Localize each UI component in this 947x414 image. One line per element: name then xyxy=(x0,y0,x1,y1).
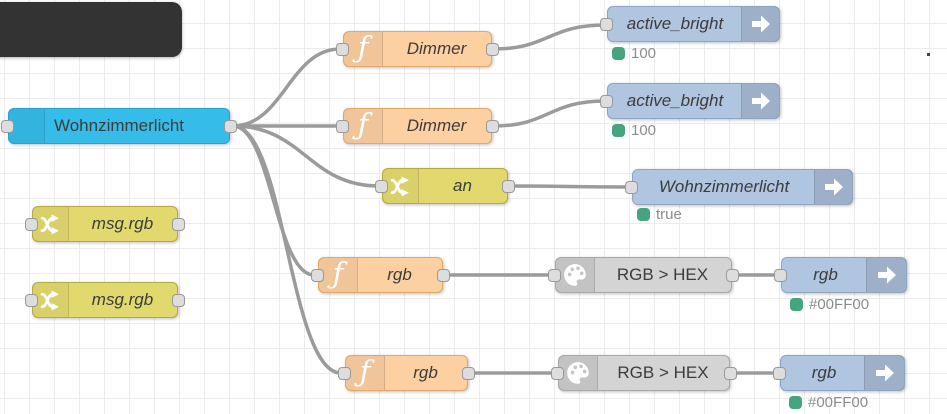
node-label: rgb xyxy=(413,363,438,382)
switch-shuffle-icon xyxy=(383,169,419,203)
output-port[interactable] xyxy=(724,366,737,380)
node-status: 100 xyxy=(612,45,656,62)
node-label: Wohnzimmerlicht xyxy=(658,177,790,196)
arrow-right-icon xyxy=(741,7,779,41)
function-glyph: ƒ xyxy=(357,30,369,64)
output-port[interactable] xyxy=(224,119,237,133)
node-status: true xyxy=(637,206,682,223)
input-port[interactable] xyxy=(311,268,324,282)
node-rgb-to-hex-2[interactable]: RGB > HEX xyxy=(551,355,737,391)
node-function-dimmer-1[interactable]: ƒ Dimmer xyxy=(336,31,499,67)
output-port[interactable] xyxy=(486,42,499,56)
node-icon-area xyxy=(9,109,45,143)
node-label: RGB > HEX xyxy=(617,363,709,382)
input-port[interactable] xyxy=(625,180,638,194)
output-port[interactable] xyxy=(726,268,739,282)
output-port[interactable] xyxy=(502,179,515,193)
wire[interactable] xyxy=(492,99,607,128)
node-label: msg.rgb xyxy=(91,290,154,309)
function-f-icon: ƒ xyxy=(344,109,383,143)
input-port[interactable] xyxy=(773,366,786,380)
wire[interactable] xyxy=(231,47,342,128)
node-function-rgb-2[interactable]: ƒ rgb xyxy=(338,355,475,391)
output-port[interactable] xyxy=(172,293,185,307)
node-status: #00FF00 xyxy=(789,394,868,411)
status-text: 100 xyxy=(631,122,657,139)
function-glyph: ƒ xyxy=(359,354,371,388)
status-text: #00FF00 xyxy=(809,296,870,313)
function-f-icon: ƒ xyxy=(344,32,383,66)
switch-shuffle-icon xyxy=(33,283,69,317)
node-function-dimmer-2[interactable]: ƒ Dimmer xyxy=(336,108,499,144)
output-port[interactable] xyxy=(462,366,475,380)
wire[interactable] xyxy=(508,184,632,189)
arrow-right-icon xyxy=(864,356,904,390)
wire[interactable] xyxy=(231,124,343,375)
stray-pixel xyxy=(927,53,930,56)
input-port[interactable] xyxy=(375,179,388,193)
node-label: active_bright xyxy=(626,14,724,33)
input-port[interactable] xyxy=(338,366,351,380)
input-port[interactable] xyxy=(548,268,561,282)
node-label: Wohnzimmerlicht xyxy=(53,116,185,135)
node-active-bright-1[interactable]: active_bright xyxy=(600,6,780,42)
color-palette-icon xyxy=(559,356,598,390)
node-switch-msg-rgb-2[interactable]: msg.rgb xyxy=(25,282,185,318)
node-label: rgb xyxy=(387,265,412,284)
node-label: rgb xyxy=(811,363,837,382)
node-label: active_bright xyxy=(626,91,724,110)
status-text: 100 xyxy=(631,45,657,62)
node-switch-an[interactable]: an xyxy=(375,168,515,204)
input-port[interactable] xyxy=(25,217,38,231)
wire[interactable] xyxy=(492,23,607,51)
function-glyph: ƒ xyxy=(332,256,344,290)
node-label: msg.rgb xyxy=(91,214,154,233)
node-active-bright-2[interactable]: active_bright xyxy=(600,83,780,119)
input-port[interactable] xyxy=(551,366,564,380)
node-wohnzimmerlicht-trigger[interactable]: Wohnzimmerlicht xyxy=(1,108,237,144)
status-dot-icon xyxy=(637,208,650,221)
node-rgb-output-2[interactable]: rgb xyxy=(773,355,905,391)
color-palette-icon xyxy=(556,258,595,292)
node-status: 100 xyxy=(612,122,656,139)
function-glyph: ƒ xyxy=(357,107,369,141)
status-dot-icon xyxy=(612,124,625,137)
switch-shuffle-icon xyxy=(33,207,69,241)
node-label: rgb xyxy=(813,265,838,284)
node-wohnzimmerlicht-output[interactable]: Wohnzimmerlicht xyxy=(625,169,853,205)
input-port[interactable] xyxy=(774,268,787,282)
status-dot-icon xyxy=(789,396,802,409)
output-port[interactable] xyxy=(172,217,185,231)
node-rgb-to-hex-1[interactable]: RGB > HEX xyxy=(548,257,739,293)
node-status: #00FF00 xyxy=(790,296,869,313)
arrow-right-icon xyxy=(866,258,906,292)
input-port[interactable] xyxy=(336,42,349,56)
context-panel xyxy=(0,2,182,57)
node-rgb-output-1[interactable]: rgb xyxy=(774,257,907,293)
wire[interactable] xyxy=(231,124,381,188)
function-f-icon: ƒ xyxy=(319,258,358,292)
node-label: RGB > HEX xyxy=(616,265,709,284)
node-label: Dimmer xyxy=(406,39,467,58)
status-text: #00FF00 xyxy=(808,394,869,411)
node-label: an xyxy=(453,176,472,195)
input-port[interactable] xyxy=(1,119,14,133)
node-function-rgb-1[interactable]: ƒ rgb xyxy=(311,257,450,293)
node-label: Dimmer xyxy=(406,116,467,135)
node-switch-msg-rgb-1[interactable]: msg.rgb xyxy=(25,206,185,242)
status-text: true xyxy=(656,206,682,223)
input-port[interactable] xyxy=(600,17,613,31)
arrow-right-icon xyxy=(814,170,852,204)
output-port[interactable] xyxy=(437,268,450,282)
status-dot-icon xyxy=(612,47,625,60)
status-dot-icon xyxy=(790,298,803,311)
input-port[interactable] xyxy=(600,94,613,108)
arrow-right-icon xyxy=(741,84,779,118)
output-port[interactable] xyxy=(486,119,499,133)
input-port[interactable] xyxy=(336,119,349,133)
function-f-icon: ƒ xyxy=(346,356,385,390)
input-port[interactable] xyxy=(25,293,38,307)
